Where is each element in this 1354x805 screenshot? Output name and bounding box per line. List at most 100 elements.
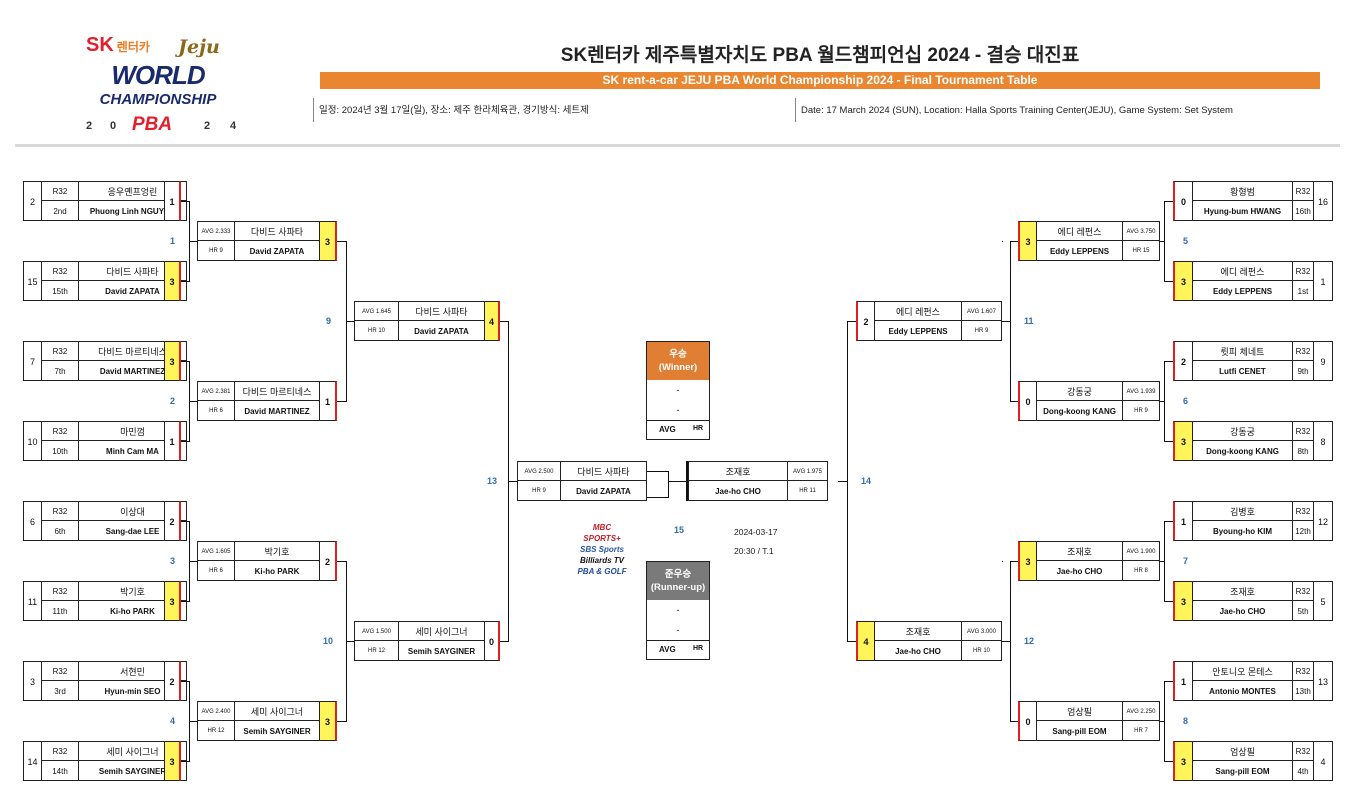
score-box: 1 (1173, 661, 1193, 701)
hr-value: HR 12 (354, 640, 399, 661)
final-match-number: 15 (674, 525, 685, 535)
player-name-kr: 다비드 마르티네스 (234, 381, 320, 401)
score-box: 0 (484, 621, 500, 661)
seed-number: 10 (23, 421, 42, 461)
score-box: 0 (1018, 701, 1037, 741)
bracket-line (1164, 201, 1173, 202)
rank-label: 4th (1292, 760, 1314, 781)
player-name-en: Eddy LEPPENS (874, 320, 962, 341)
player-name-kr: 강동궁 (1036, 381, 1123, 401)
score-box: 3 (1018, 541, 1037, 581)
player-name-kr: 세미 사이그너 (234, 701, 320, 721)
bracket-line (337, 561, 347, 562)
bracket-line (181, 601, 190, 602)
bracket-line (1160, 561, 1165, 562)
championship-logo-text: CHAMPIONSHIP (99, 91, 217, 108)
sbs-sports-logo: SBS Sports (579, 545, 624, 554)
bracket-line (686, 461, 688, 501)
rank-label: 9th (1292, 360, 1314, 381)
bracket-line (847, 321, 856, 322)
seed-number: 15 (23, 261, 42, 301)
bracket-line (1164, 601, 1173, 602)
match-number: 12 (1024, 636, 1035, 646)
round-label: R32 (1292, 661, 1314, 681)
jeju-logo-text: Jeju (178, 36, 220, 58)
player-name-kr: 조재호 (1036, 541, 1123, 561)
player-name-kr: 다비드 사파타 (234, 221, 320, 241)
match-number: 10 (323, 636, 334, 646)
match-number: 2 (170, 396, 176, 406)
player-name-kr: 박기호 (78, 581, 187, 601)
rank-label: 10th (41, 440, 79, 461)
bracket-line (337, 401, 347, 402)
bracket-line (1010, 721, 1018, 722)
rank-label: 12th (1292, 520, 1314, 541)
match-number: 1 (170, 236, 176, 246)
hr-value: HR 7 (1122, 720, 1160, 741)
player-name-en: Jae-ho CHO (1192, 600, 1293, 621)
bracket-line (838, 481, 848, 482)
bracket-line (337, 721, 347, 722)
player-name-en: David ZAPATA (560, 480, 647, 501)
bracket-line (1010, 401, 1018, 402)
rank-label: 15th (41, 280, 79, 301)
bracket-line (1164, 521, 1173, 522)
player-name-kr: 에디 레펀스 (1036, 221, 1123, 241)
player-name-kr: 김병호 (1192, 501, 1293, 521)
player-name-en: Ki-ho PARK (78, 600, 187, 621)
bracket-line (181, 681, 190, 682)
avg-value: AVG 2.333 (197, 221, 235, 241)
hr-value: HR 8 (1122, 560, 1160, 581)
rank-label: 14th (41, 760, 79, 781)
hr-value: HR 15 (1122, 240, 1160, 261)
bracket-line (181, 201, 190, 202)
bracket-line (1160, 241, 1165, 242)
score-box: 0 (1018, 381, 1037, 421)
player-name-en: Hyung-bum HWANG (1192, 200, 1293, 221)
pba-golf-logo: PBA & GOLF (577, 567, 627, 576)
round-label: R32 (1292, 581, 1314, 601)
player-name-kr: 조재호 (688, 461, 788, 481)
bracket-line (1164, 681, 1173, 682)
avg-value: AVG 3.000 (961, 621, 1002, 641)
rank-label: 8th (1292, 440, 1314, 461)
avg-value: AVG 2.400 (197, 701, 235, 721)
seed-number: 13 (1313, 661, 1333, 701)
player-name-en: Ki-ho PARK (234, 560, 320, 581)
player-name-kr: 다비드 사파타 (398, 301, 485, 321)
final-time: 20:30 / T.1 (734, 546, 774, 556)
seed-number: 8 (1313, 421, 1333, 461)
